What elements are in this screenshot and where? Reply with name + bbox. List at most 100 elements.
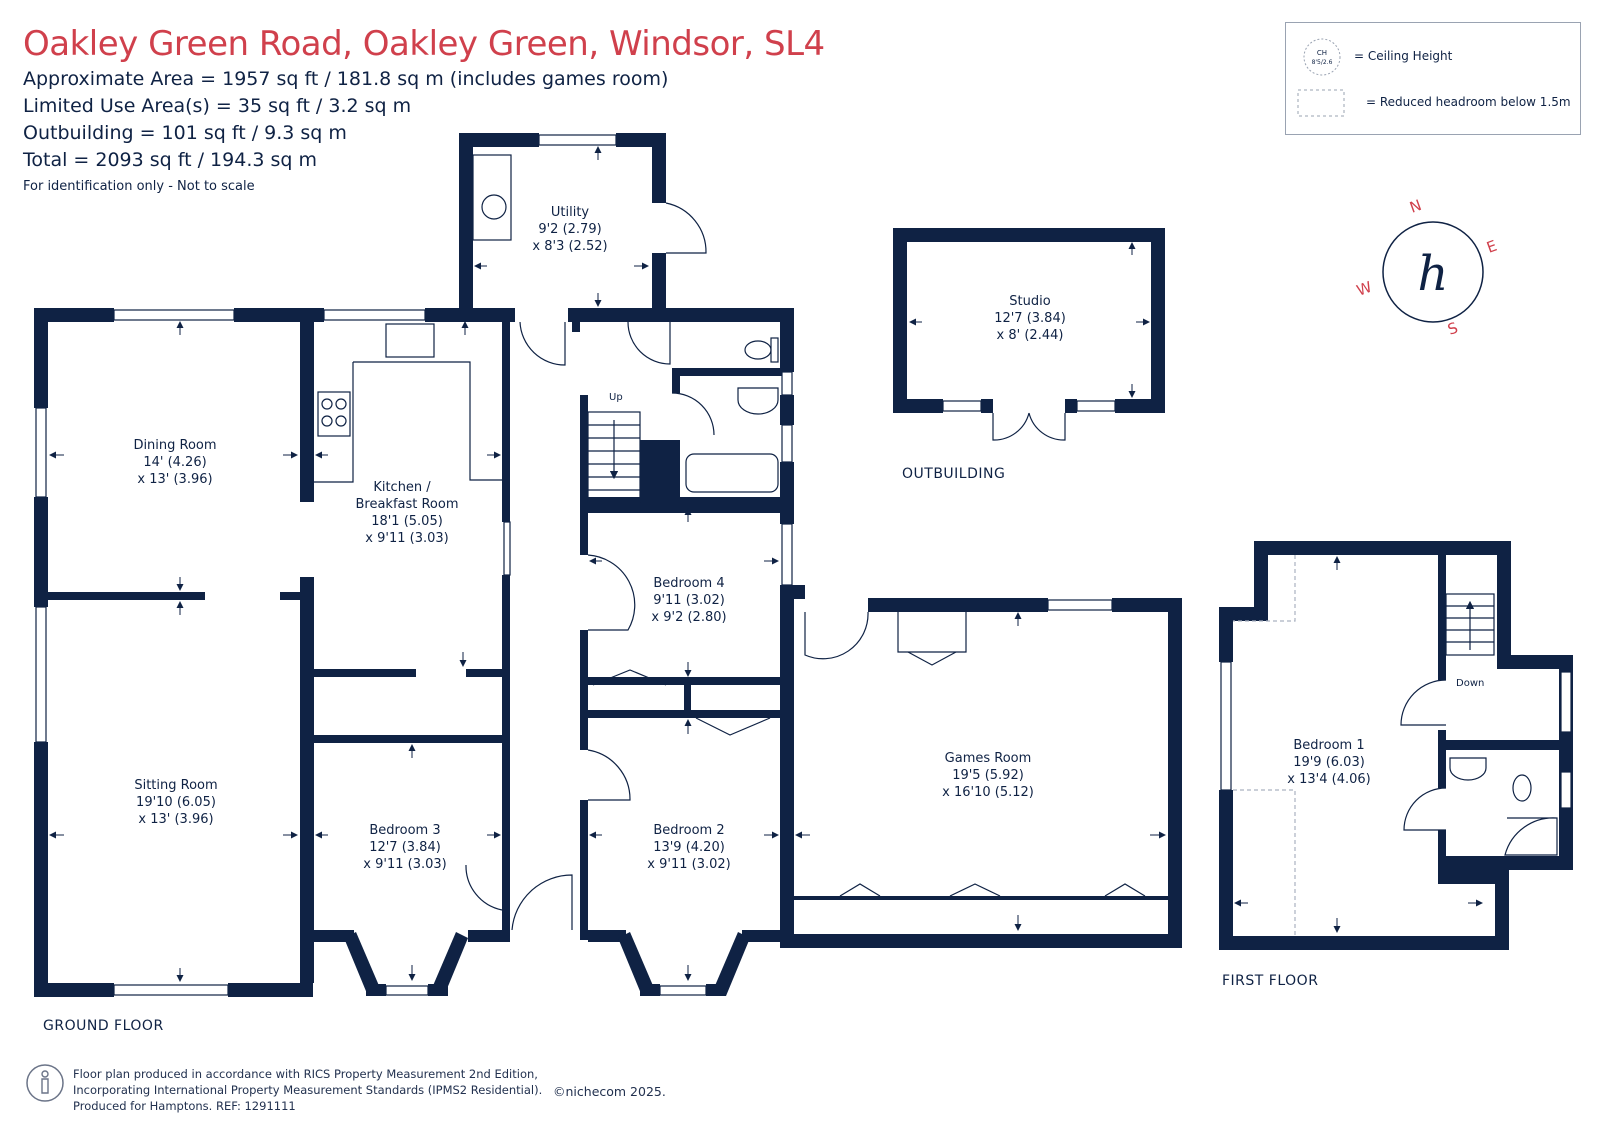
kitchen-counter: [353, 361, 504, 481]
window: [1560, 771, 1572, 809]
utility-length: x 8'3 (2.52): [532, 239, 607, 254]
legend-ceiling-height: = Ceiling Height: [1354, 49, 1453, 63]
bedroom1-length: x 13'4 (4.06): [1287, 772, 1370, 787]
ensuite-toilet: [1512, 774, 1532, 802]
wall: [780, 322, 794, 372]
total-area: Total = 2093 sq ft / 194.3 sq m: [23, 149, 317, 171]
wall: [228, 983, 313, 997]
wall: [780, 462, 794, 524]
wall: [580, 505, 780, 513]
outbuilding-walls: [893, 228, 1165, 413]
wall: [459, 133, 539, 147]
wall: [684, 685, 691, 710]
ch-symbol-top: CH: [1317, 49, 1327, 57]
disclaimer: For identification only - Not to scale: [23, 179, 255, 194]
wardrobe-doors: [695, 717, 771, 736]
compass-south: S: [1445, 319, 1460, 339]
basin: [737, 387, 779, 415]
first-floor-fixtures: [1233, 555, 1558, 936]
compass-west: W: [1354, 278, 1374, 300]
wall: [314, 669, 416, 677]
games-wardrobe-doors: [839, 883, 1146, 897]
ground-floor-walls: [34, 133, 1182, 997]
wc-toilet: [744, 340, 772, 360]
wall: [580, 395, 588, 505]
hob: [317, 391, 351, 437]
wall: [459, 133, 473, 320]
wall: [366, 984, 386, 996]
footer-line-1: Floor plan produced in accordance with R…: [73, 1067, 538, 1081]
approximate-area: Approximate Area = 1957 sq ft / 181.8 sq…: [23, 68, 669, 90]
window: [1047, 599, 1113, 611]
ch-symbol-bottom: 8'5/2.6: [1312, 59, 1333, 66]
games-cupboard: [897, 612, 967, 653]
ensuite-basin: [1449, 757, 1487, 781]
studio-width: 12'7 (3.84): [994, 311, 1066, 326]
wall: [1438, 730, 1446, 788]
window: [1220, 661, 1232, 791]
kitchen-width: 18'1 (5.05): [371, 514, 443, 529]
wall: [1219, 790, 1233, 950]
bay-wall: [344, 932, 380, 996]
wall: [588, 930, 626, 942]
dining-width: 14' (4.26): [143, 455, 206, 470]
kitchen-label-1: Kitchen /: [373, 480, 431, 495]
wall: [1497, 655, 1573, 669]
wall: [652, 133, 666, 203]
sitting-length: x 13' (3.96): [138, 812, 213, 827]
bath-door: [671, 392, 715, 436]
wc-door: [627, 321, 671, 365]
bay-wall: [432, 932, 468, 996]
wall: [34, 308, 48, 408]
wall: [300, 577, 314, 983]
wall: [580, 630, 588, 750]
shower: [1504, 817, 1558, 856]
utility-counter: [472, 154, 512, 241]
utility-door: [665, 202, 707, 254]
staircase: [587, 411, 641, 503]
ground-floor-fixtures: [314, 154, 1146, 931]
wall: [1112, 598, 1182, 612]
wall: [280, 592, 300, 600]
wall: [34, 983, 114, 997]
games-label: Games Room: [945, 751, 1032, 766]
ceiling-height-icon: [1303, 38, 1341, 76]
wall: [1168, 598, 1182, 948]
wardrobe-doors: [592, 669, 667, 686]
kitchen-label-2: Breakfast Room: [355, 497, 458, 512]
wall: [34, 497, 48, 607]
wall: [780, 585, 794, 940]
bedroom3-label: Bedroom 3: [369, 823, 440, 838]
ensuite-door: [1403, 787, 1447, 831]
bedroom3-width: 12'7 (3.84): [369, 840, 441, 855]
nichecom-copyright: ©nichecom 2025.: [553, 1084, 666, 1099]
wall: [780, 934, 1182, 948]
bay-wall: [618, 932, 654, 996]
kitchen-sink: [385, 323, 435, 358]
property-title: Oakley Green Road, Oakley Green, Windsor…: [23, 24, 825, 64]
wall: [428, 984, 448, 996]
outbuilding-windows: [942, 400, 1116, 412]
wall: [1438, 555, 1446, 680]
utility-sink: [481, 194, 507, 220]
wall: [1438, 870, 1509, 884]
wall: [794, 896, 1168, 900]
wall: [34, 308, 114, 322]
window: [781, 371, 793, 396]
wall: [580, 505, 588, 555]
games-door: [804, 611, 869, 660]
wall: [588, 677, 783, 685]
wall: [1065, 399, 1077, 413]
wall: [652, 253, 666, 315]
wall: [314, 930, 354, 942]
wall: [1219, 607, 1233, 662]
window: [538, 134, 617, 146]
wall: [780, 585, 805, 599]
wall: [1254, 541, 1268, 621]
window: [323, 309, 426, 321]
legend-symbols: CH 8'5/2.6: [1297, 38, 1345, 117]
kitchen-length: x 9'11 (3.03): [365, 531, 448, 546]
window: [781, 424, 793, 463]
wall: [1151, 228, 1165, 413]
